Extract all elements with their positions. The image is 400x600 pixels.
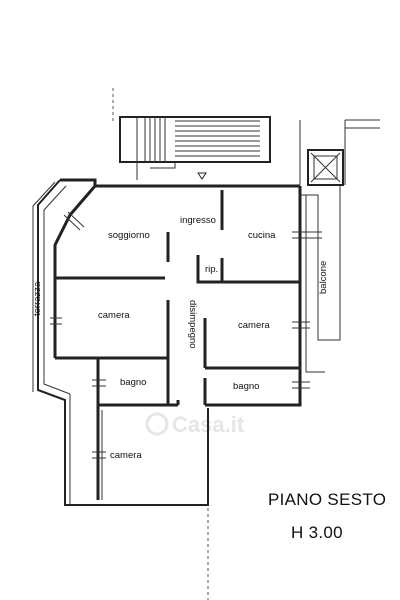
label-bagno-right: bagno — [233, 381, 259, 392]
windows — [50, 211, 322, 500]
label-ingresso: ingresso — [180, 215, 216, 226]
label-bagno-left: bagno — [120, 377, 146, 388]
entrance-arrow-icon — [197, 172, 207, 180]
terrazza-outline — [32, 179, 209, 506]
label-terrazza: terrazza — [32, 281, 43, 316]
room-labels: ingresso soggiorno cucina rip. terrazza … — [32, 215, 329, 461]
staircase — [119, 116, 271, 180]
label-cucina: cucina — [248, 230, 276, 241]
label-camera-bottom: camera — [110, 450, 142, 461]
title-block: PIANO SESTO H 3.00 — [268, 490, 386, 542]
label-balcone: balcone — [318, 261, 329, 294]
floor-title: PIANO SESTO — [268, 490, 386, 509]
label-disimpegno: disimpegno — [187, 300, 198, 349]
floor-height: H 3.00 — [291, 523, 343, 542]
label-camera-left: camera — [98, 310, 130, 321]
watermark: Casa.it — [145, 412, 245, 437]
boundary-lines — [112, 88, 380, 600]
label-soggiorno: soggiorno — [108, 230, 150, 241]
apartment-walls — [53, 178, 341, 500]
elevator — [299, 120, 346, 186]
label-ripostiglio: rip. — [205, 264, 218, 275]
label-camera-right: camera — [238, 320, 270, 331]
